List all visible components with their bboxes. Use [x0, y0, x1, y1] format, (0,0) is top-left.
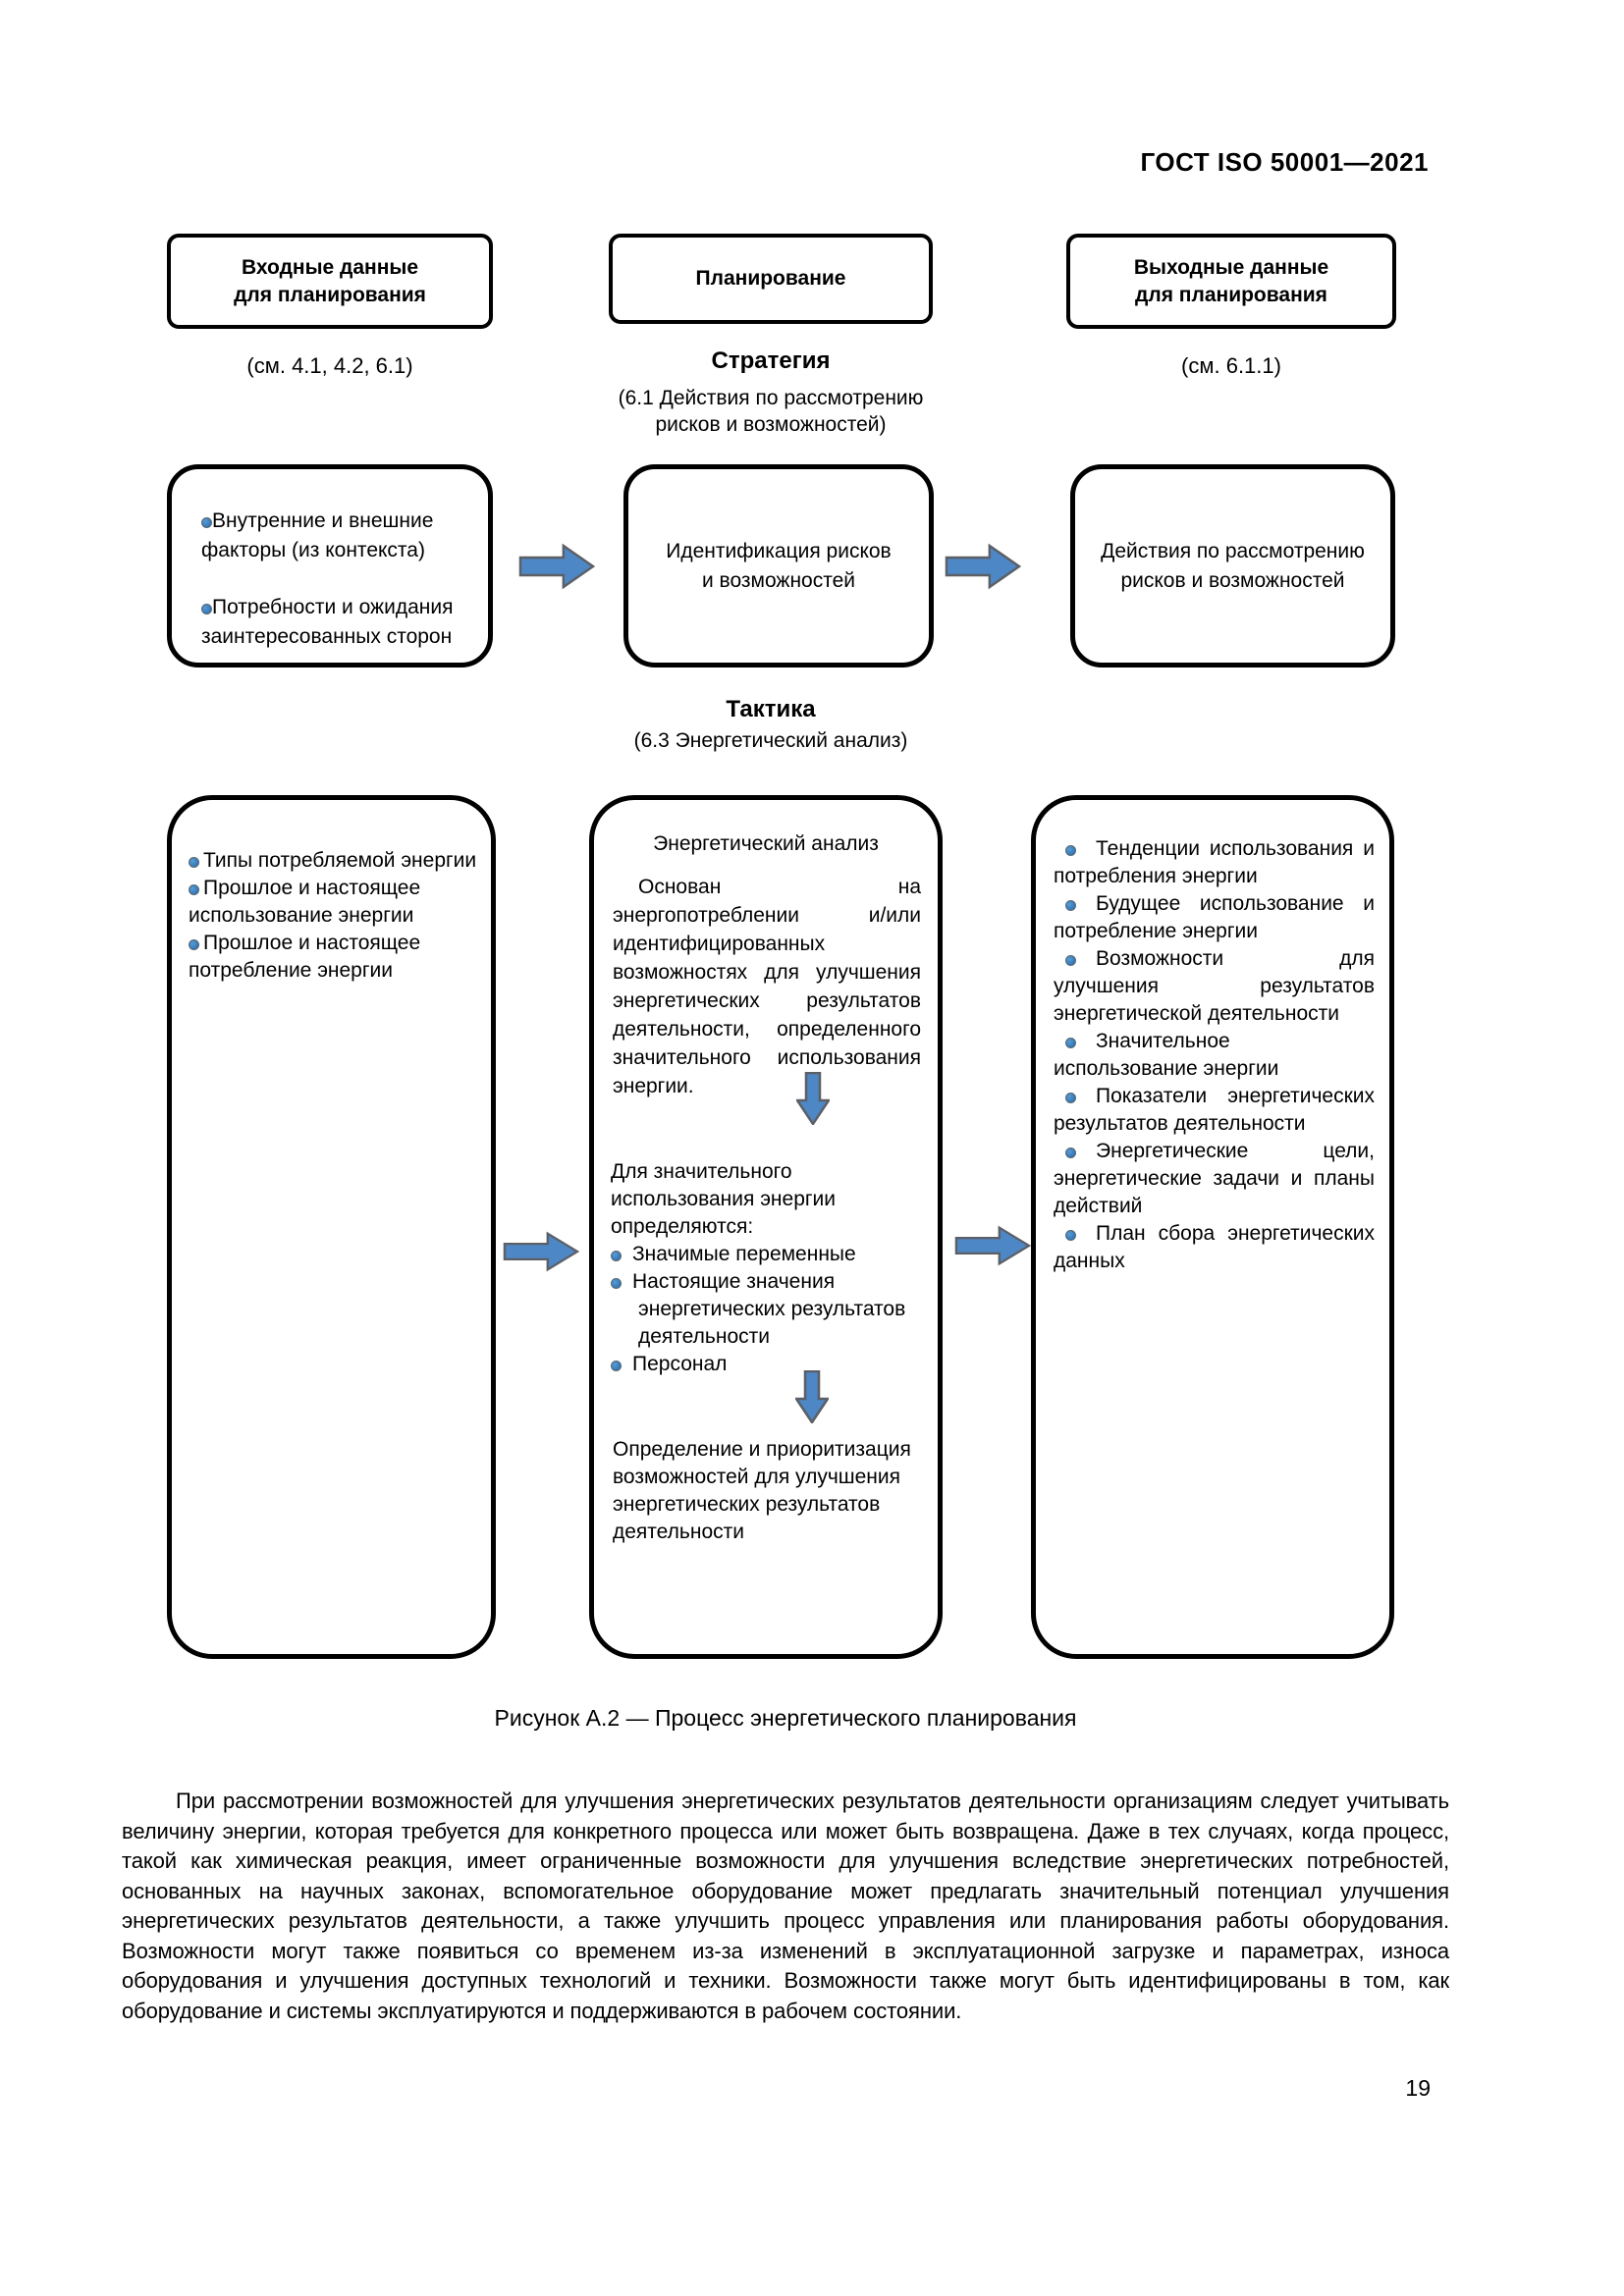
bullet-icon — [1065, 955, 1076, 966]
list-item: Значимые переменные — [611, 1241, 927, 1268]
bullet-icon — [189, 939, 199, 950]
list-item: Энергетические цели, энергетические зада… — [1054, 1138, 1375, 1220]
bullet-icon — [189, 857, 199, 868]
list-item: План сбора энергетических данных — [1054, 1220, 1375, 1275]
bullet-icon — [201, 517, 212, 528]
list-item-label: Внутренние и внешние факторы (из контекс… — [201, 509, 434, 561]
page-header: ГОСТ ISO 50001—2021 — [1140, 147, 1429, 177]
list-item-label: Потребности и ожидания заинтересованных … — [201, 596, 454, 648]
list-item-label: Значимые переменные — [632, 1243, 856, 1265]
right-arrow-icon — [954, 1225, 1031, 1266]
list-item-label: Типы потребляемой энергии — [203, 849, 477, 872]
energy-review-basis: Основан на энергопотреблении и/или идент… — [613, 876, 921, 1097]
right-arrow-icon — [945, 543, 1021, 590]
outputs-reference: (см. 6.1.1) — [1181, 353, 1281, 378]
list-item: Типы потребляемой энергии — [189, 847, 477, 875]
header-box-outputs: Выходные данные для планирования — [1066, 234, 1396, 329]
header-box-inputs-label: Входные данные для планирования — [234, 255, 426, 306]
box-energy-inputs: Типы потребляемой энергии Прошлое и наст… — [167, 795, 496, 1659]
list-item-label: Возможности для улучшения результатов эн… — [1054, 947, 1375, 1025]
bullet-icon — [611, 1361, 622, 1371]
box-risk-actions-label: Действия по рассмотрению рисков и возмож… — [1101, 539, 1365, 592]
tactics-subtitle: (6.3 Энергетический анализ) — [633, 729, 908, 752]
list-item: Потребности и ожидания заинтересованных … — [201, 593, 472, 652]
right-arrow-icon — [518, 543, 595, 590]
list-item: Настоящие значения энергетических резуль… — [611, 1268, 927, 1351]
header-box-planning: Планирование — [609, 234, 933, 324]
box-energy-outputs: Тенденции использования и потребления эн… — [1031, 795, 1394, 1659]
right-arrow-icon — [503, 1231, 579, 1272]
header-box-outputs-label: Выходные данные для планирования — [1133, 255, 1329, 306]
bullet-icon — [1065, 845, 1076, 856]
bullet-icon — [1065, 1230, 1076, 1241]
list-item: Значительное использование энергии — [1054, 1028, 1375, 1083]
box-risk-identification: Идентификация рисков и возможностей — [623, 464, 934, 667]
page-number: 19 — [1405, 2075, 1431, 2101]
down-arrow-icon — [795, 1370, 829, 1423]
list-item: Показатели энергетических результатов де… — [1054, 1083, 1375, 1138]
list-item-label: Показатели энергетических результатов де… — [1054, 1085, 1375, 1135]
bullet-icon — [611, 1278, 622, 1289]
list-item-label: Энергетические цели, энергетические зада… — [1054, 1140, 1375, 1217]
strategy-title: Стратегия — [711, 347, 831, 374]
list-item-label: Значительное использование энергии — [1054, 1030, 1279, 1080]
energy-review-title: Энергетический анализ — [653, 832, 879, 855]
list-item-label: Персонал — [632, 1353, 728, 1375]
box-risk-actions: Действия по рассмотрению рисков и возмож… — [1070, 464, 1395, 667]
body-paragraph: При рассмотрении возможностей для улучше… — [122, 1789, 1449, 2023]
down-arrow-icon — [796, 1072, 830, 1125]
bullet-icon — [1065, 1148, 1076, 1158]
header-box-planning-label: Планирование — [695, 267, 846, 290]
list-item: Будущее использование и потребление энер… — [1054, 890, 1375, 945]
inputs-reference: (см. 4.1, 4.2, 6.1) — [246, 353, 413, 378]
list-item-label: Будущее использование и потребление энер… — [1054, 892, 1375, 942]
list-item: Прошлое и настоящее потребление энергии — [189, 930, 477, 985]
list-item: Возможности для улучшения результатов эн… — [1054, 945, 1375, 1028]
list-item: Тенденции использования и потребления эн… — [1054, 835, 1375, 890]
list-item: Внутренние и внешние факторы (из контекс… — [201, 507, 472, 565]
bullet-icon — [611, 1251, 622, 1261]
figure-caption: Рисунок А.2 — Процесс энергетического пл… — [494, 1705, 1077, 1731]
box-context-inputs: Внутренние и внешние факторы (из контекс… — [167, 464, 493, 667]
significant-use-intro: Для значительного использования энергии … — [611, 1160, 837, 1238]
bullet-icon — [1065, 900, 1076, 911]
list-item-label: Прошлое и настоящее потребление энергии — [189, 932, 421, 982]
box-energy-review: Энергетический анализ Основан на энергоп… — [589, 795, 943, 1659]
list-item-label: План сбора энергетических данных — [1054, 1222, 1375, 1272]
bullet-icon — [189, 884, 199, 895]
bullet-icon — [1065, 1038, 1076, 1048]
strategy-subtitle: (6.1 Действия по рассмотрению рисков и в… — [618, 387, 924, 436]
list-item: Персонал — [611, 1351, 927, 1378]
header-box-inputs: Входные данные для планирования — [167, 234, 493, 329]
tactics-title: Тактика — [726, 696, 816, 722]
list-item-label: Прошлое и настоящее использование энерги… — [189, 877, 421, 927]
list-item-label: Тенденции использования и потребления эн… — [1054, 837, 1375, 887]
significant-use-block: Для значительного использования энергии … — [611, 1158, 927, 1378]
box-risk-identification-label: Идентификация рисков и возможностей — [666, 539, 892, 592]
list-item: Прошлое и настоящее использование энерги… — [189, 875, 477, 930]
list-item-label: Настоящие значения энергетических резуль… — [632, 1270, 906, 1348]
bullet-icon — [1065, 1093, 1076, 1103]
bullet-icon — [201, 604, 212, 614]
prioritization-block: Определение и приоритизация возможностей… — [613, 1438, 911, 1543]
